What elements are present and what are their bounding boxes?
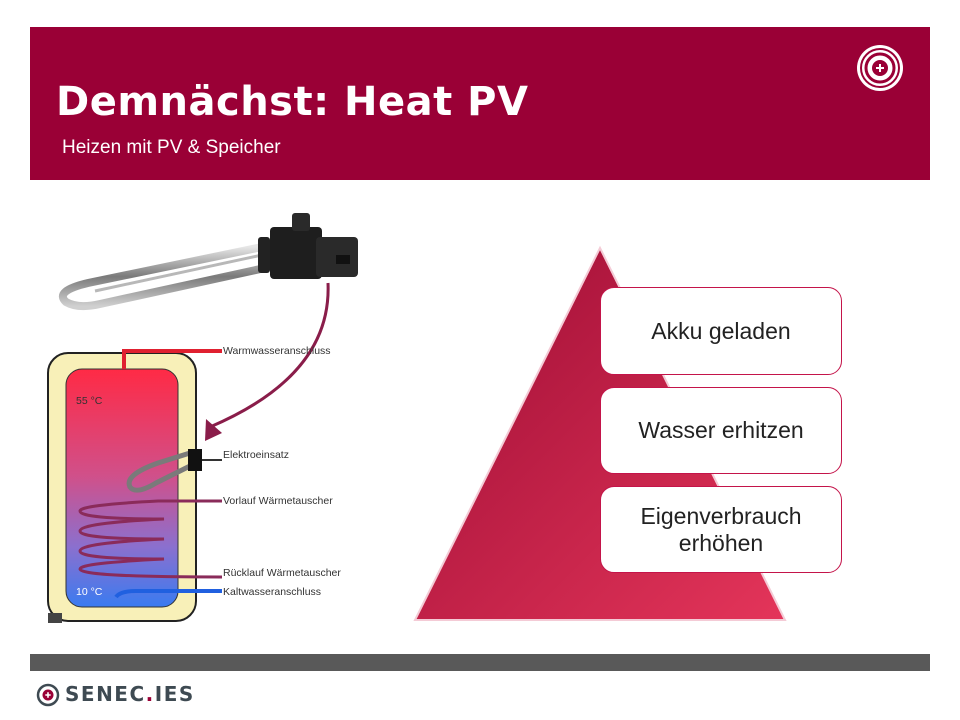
temp-top: 55 °C (76, 395, 103, 407)
label-kaltwasser: Kaltwasseranschluss (223, 586, 321, 598)
storage-tank (47, 349, 223, 623)
page-title: Demnächst: Heat PV (56, 79, 529, 125)
pyramid-tier-3: Eigenverbrauch erhöhen (600, 486, 842, 573)
header-banner: Demnächst: Heat PV Heizen mit PV & Speic… (30, 27, 930, 180)
label-vorlauf: Vorlauf Wärmetauscher (223, 495, 333, 507)
page-subtitle: Heizen mit PV & Speicher (62, 137, 281, 158)
label-elektroeinsatz: Elektroeinsatz (223, 449, 289, 461)
insert-arrow-icon (205, 282, 330, 441)
diagram-labels: Warmwasseranschluss Elektroeinsatz Vorla… (76, 345, 341, 598)
senec-logo-icon (36, 683, 60, 707)
pyramid-tier-2: Wasser erhitzen (600, 387, 842, 474)
water-heater-diagram: Warmwasseranschluss Elektroeinsatz Vorla… (47, 213, 358, 623)
label-ruecklauf: Rücklauf Wärmetauscher (223, 567, 341, 579)
label-warmwasser: Warmwasseranschluss (223, 345, 331, 357)
senec-logo: SENEC.IES (36, 682, 236, 707)
temp-bottom: 10 °C (76, 586, 103, 598)
footer-bar (30, 654, 930, 671)
logo-wordmark: SENEC.IES (65, 682, 195, 706)
heating-element (58, 213, 358, 311)
pyramid-tier-1: Akku geladen (600, 287, 842, 375)
brand-badge-icon (857, 45, 903, 91)
